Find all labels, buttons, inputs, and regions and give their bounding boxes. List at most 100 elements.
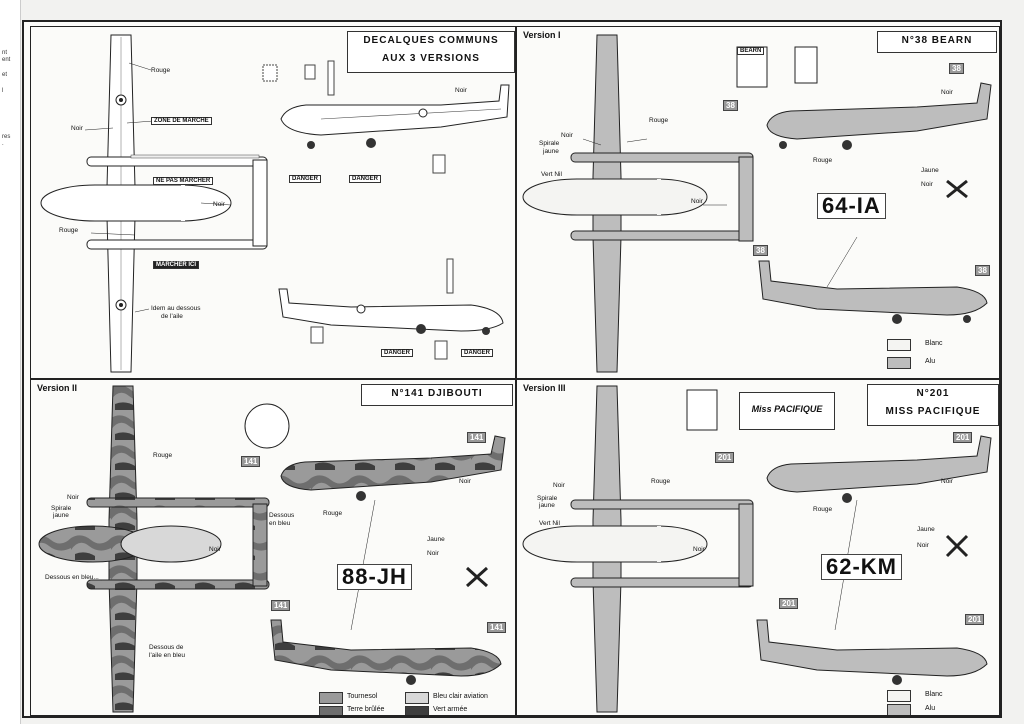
legend-label: Vert armée (433, 706, 468, 713)
decal-marcher-ici: MARCHER ICI (153, 261, 199, 269)
label-rouge: Rouge (59, 227, 79, 234)
decal-ne-pas-marcher: NE PAS MARCHER (153, 177, 214, 185)
label-idem: de l'aile (161, 313, 183, 320)
label-noir: Noir (455, 87, 467, 94)
aircraft-number: 201 (965, 614, 985, 625)
decal-danger: DANGER (349, 175, 382, 183)
label-noir: Noir (693, 546, 705, 553)
title-line: N°201 (916, 388, 950, 399)
label-noir: Noir (921, 181, 933, 188)
version-label: Version III (523, 383, 566, 393)
version2-drawings (38, 385, 506, 713)
label-dessous: Dessous (269, 512, 295, 519)
legend-swatch (319, 706, 343, 715)
label-dessous-aile: Dessous de (149, 644, 184, 651)
label-noir: Noir (917, 542, 929, 549)
aircraft-number: 141 (487, 622, 507, 633)
label-jaune: Jaune (921, 167, 939, 174)
label-noir: Noir (941, 478, 953, 485)
decal-sheet: DECALQUES COMMUNS AUX 3 VERSIONS Rouge N… (22, 20, 1002, 718)
label-noir: Noir (459, 478, 471, 485)
aircraft-number: 201 (779, 598, 799, 609)
label-spirale: Spirale (51, 505, 72, 512)
panel-version-3: Version III N°201 MISS PACIFIQUE Miss PA… (516, 379, 1000, 716)
title-line: MISS PACIFIQUE (885, 406, 981, 417)
legend-swatch (887, 704, 911, 715)
legend-swatch (319, 692, 343, 704)
version-label: Version I (523, 30, 561, 40)
aircraft-number: 201 (715, 452, 735, 463)
label-noir: Noir (427, 550, 439, 557)
version1-title: N°38 BEARN (877, 31, 997, 53)
version-label: Version II (37, 383, 78, 393)
aircraft-number: 38 (723, 100, 738, 111)
margin-note: ent (2, 57, 11, 63)
aircraft-number: 141 (241, 456, 261, 467)
panel-version-1: Version I N°38 BEARN BEARN 38 38 38 38 N… (516, 26, 1000, 379)
label-spirale: Spirale (539, 140, 560, 147)
side-view-top (280, 84, 510, 149)
label-jaune: jaune (539, 502, 555, 509)
label-rouge: Rouge (649, 117, 669, 124)
label-noir: Noir (553, 482, 565, 489)
binding-margin: nt ent et l res . (0, 0, 21, 724)
margin-note: res (2, 134, 11, 140)
aircraft-number: 141 (271, 600, 291, 611)
legend-label: Blanc (925, 340, 943, 347)
label-jaune: Jaune (427, 536, 445, 543)
label-rouge: Rouge (151, 67, 171, 74)
margin-note: nt (2, 50, 8, 56)
version2-title: N°141 DJIBOUTI (361, 384, 513, 406)
label-rouge: Rouge (813, 506, 833, 513)
margin-note: . (2, 141, 4, 147)
legend-label: Blanc (925, 691, 943, 698)
label-dessous: en bleu (269, 520, 291, 527)
legend-label: Terre brûlée (347, 706, 385, 713)
label-noir: Noir (213, 201, 225, 208)
decal-danger: DANGER (381, 349, 414, 357)
aircraft-number: 201 (953, 432, 973, 443)
label-spirale: Spirale (537, 495, 558, 502)
legend-label: Alu (925, 358, 936, 365)
legend-swatch (405, 692, 429, 704)
registration-code: 62-KM (821, 554, 903, 580)
margin-note: et (2, 72, 8, 78)
title-line: DECALQUES COMMUNS (363, 35, 499, 46)
label-vert-nil: Vert Nil (539, 520, 560, 527)
label-noir: Noir (691, 198, 703, 205)
registration-code: 64-IA (817, 193, 886, 219)
label-rouge: Rouge (813, 157, 833, 164)
legend-swatch (887, 357, 911, 369)
legend-label: Alu (925, 705, 936, 712)
legend-swatch (887, 690, 911, 702)
crest-bearn: BEARN (737, 47, 765, 55)
legend-label: Bleu clair aviation (433, 693, 488, 700)
label-noir: Noir (67, 494, 79, 501)
label-rouge: Rouge (153, 452, 173, 459)
label-noir: Noir (209, 546, 221, 553)
common-title: DECALQUES COMMUNS AUX 3 VERSIONS (347, 31, 515, 73)
decal-danger: DANGER (289, 175, 322, 183)
registration-code: 88-JH (337, 564, 412, 590)
label-rouge: Rouge (323, 510, 343, 517)
label-jaune: Jaune (917, 526, 935, 533)
version3-drawings (522, 385, 992, 713)
title-line: AUX 3 VERSIONS (382, 53, 480, 64)
panel-common-decals: DECALQUES COMMUNS AUX 3 VERSIONS Rouge N… (30, 26, 516, 379)
label-rouge: Rouge (651, 478, 671, 485)
aircraft-number: 141 (467, 432, 487, 443)
decal-zone-de-marche: ZONE DE MARCHE (151, 117, 212, 125)
label-jaune: jaune (53, 512, 69, 519)
aircraft-number: 38 (949, 63, 964, 74)
panel-version-2: Version II N°141 DJIBOUTI 141 141 141 14… (30, 379, 516, 716)
common-drawings (40, 34, 510, 373)
label-idem: Idem au dessous (151, 305, 201, 312)
aircraft-number: 38 (975, 265, 990, 276)
decal-danger: DANGER (461, 349, 494, 357)
label-jaune: jaune (543, 148, 559, 155)
label-noir: Noir (941, 89, 953, 96)
label-dessous-en-bleu: Dessous en bleu... (45, 574, 99, 581)
label-noir: Noir (561, 132, 573, 139)
side-view-bottom (278, 288, 504, 335)
legend-swatch (887, 339, 911, 351)
